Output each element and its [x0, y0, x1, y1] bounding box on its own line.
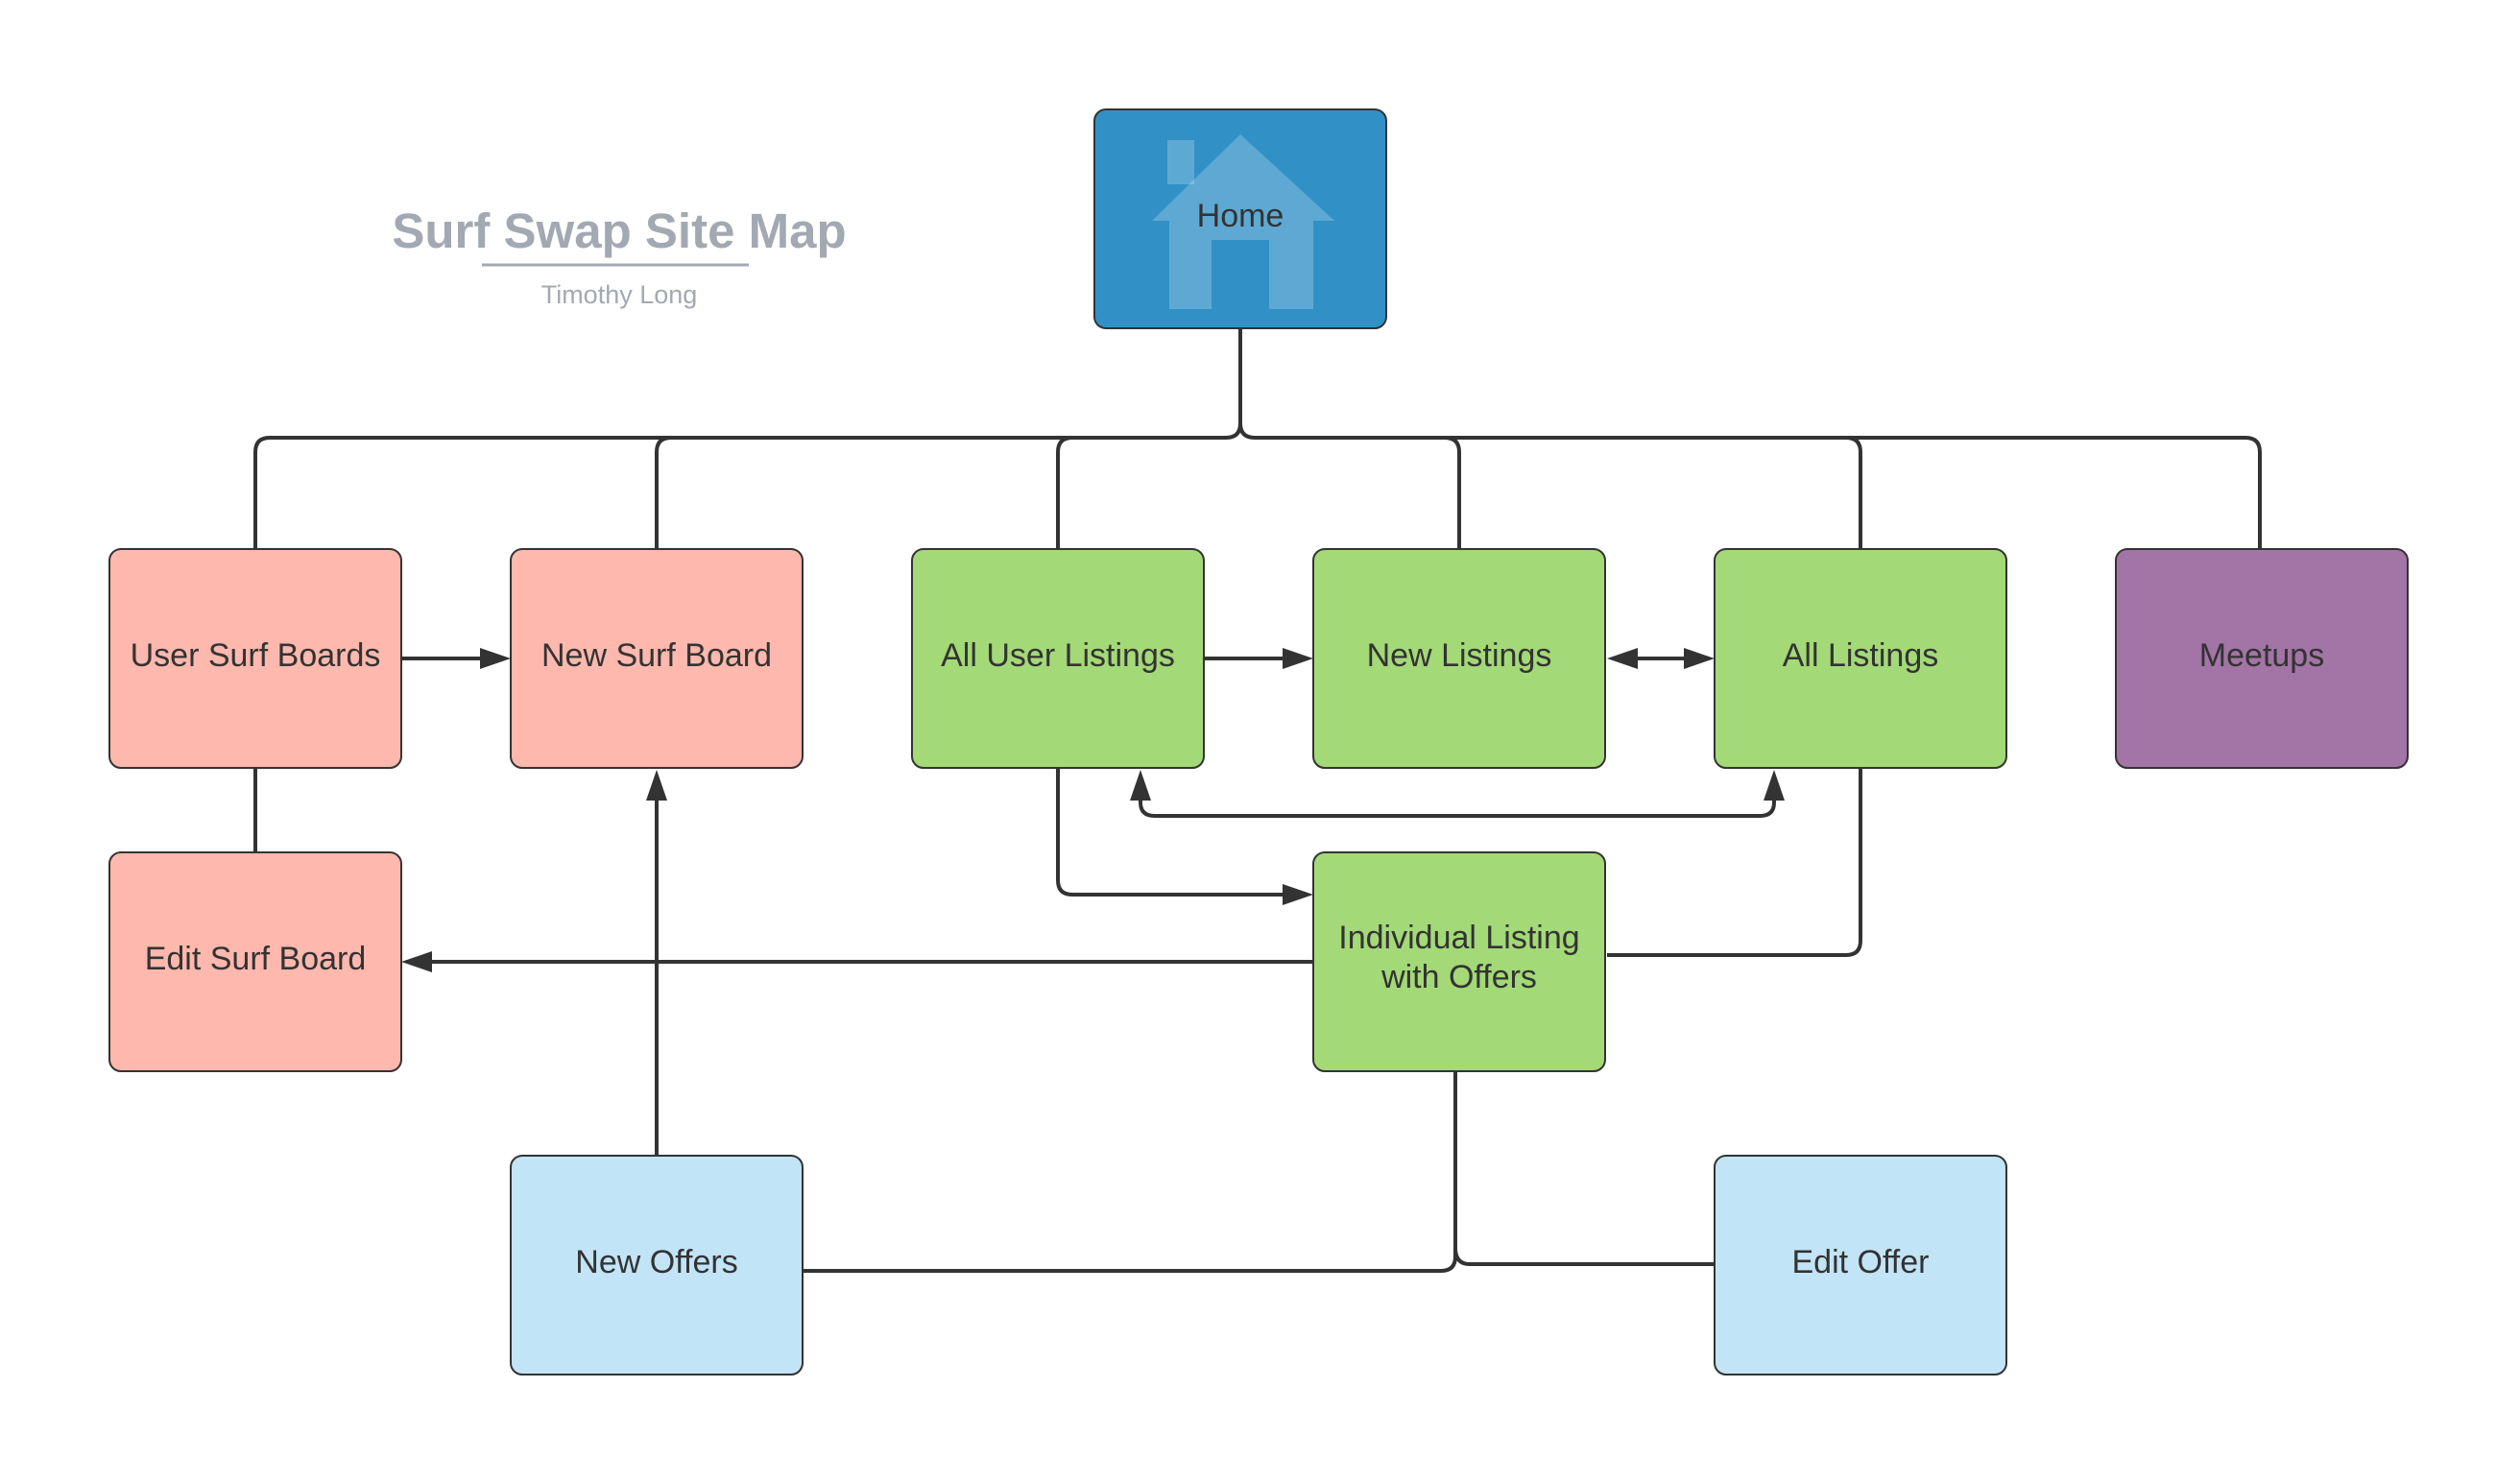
diagram-title: Surf Swap Site Map: [392, 203, 846, 258]
node-edit-surf-board-box: [108, 851, 402, 1072]
node-user-surf-boards-label: User Surf Boards: [131, 637, 381, 674]
node-user-surf-boards-box: [108, 548, 402, 769]
arrowhead-nl-right: [1607, 648, 1638, 669]
node-user-surf-boards[interactable]: User Surf Boards: [108, 548, 402, 769]
nodes: Home User Surf Boards New Surf Board All…: [108, 108, 2409, 1375]
node-edit-offer-label: Edit Offer: [1792, 1244, 1930, 1280]
node-home[interactable]: Home: [1093, 108, 1387, 329]
node-meetups[interactable]: Meetups: [2115, 548, 2409, 769]
node-new-listings-box: [1312, 548, 1606, 769]
connector-aul-to-il: [1056, 768, 1284, 897]
arrowhead-al-bottom: [1764, 770, 1785, 801]
connector-il-to-no: [803, 1071, 1457, 1273]
node-individual-listing-box: [1312, 851, 1606, 1072]
node-new-offers-box: [510, 1155, 804, 1375]
node-new-offers[interactable]: New Offers: [510, 1155, 804, 1375]
node-all-listings-label: All Listings: [1783, 637, 1939, 674]
node-new-surf-board-box: [510, 548, 804, 769]
node-edit-offer-box: [1714, 1155, 2007, 1375]
connector-home-all-user-listings: [1056, 436, 1073, 549]
node-home-box: [1093, 108, 1387, 329]
title-block: Surf Swap Site Map Timothy Long: [392, 203, 846, 309]
connector-home-bus-right: [1238, 422, 2262, 549]
node-home-label: Home: [1197, 198, 1284, 234]
node-new-listings[interactable]: New Listings: [1312, 548, 1606, 769]
connector-home-all-listings: [1845, 436, 1862, 549]
connector-home-new-listings: [1444, 436, 1461, 549]
node-new-surf-board[interactable]: New Surf Board: [510, 548, 804, 769]
arrowhead-aul-bottom: [1130, 770, 1151, 801]
node-edit-surf-board[interactable]: Edit Surf Board: [108, 851, 402, 1072]
arrowhead-nsb-bottom: [646, 770, 667, 801]
node-all-user-listings-label: All User Listings: [941, 637, 1175, 674]
node-new-surf-board-label: New Surf Board: [541, 637, 772, 674]
arrowhead-il-left: [1283, 884, 1313, 905]
node-individual-listing-label-line1: Individual Listing: [1338, 920, 1579, 956]
node-edit-offer[interactable]: Edit Offer: [1714, 1155, 2007, 1375]
node-individual-listing-label-line2: with Offers: [1380, 959, 1537, 995]
connector-home-trunk: [253, 328, 1242, 549]
node-new-offers-label: New Offers: [575, 1244, 737, 1280]
arrowhead-esb-right: [401, 951, 432, 972]
node-all-listings-box: [1714, 548, 2007, 769]
connector-il-to-eo: [1453, 1247, 1715, 1266]
node-meetups-label: Meetups: [2199, 637, 2324, 674]
node-all-user-listings[interactable]: All User Listings: [911, 548, 1205, 769]
node-all-user-listings-box: [911, 548, 1205, 769]
node-new-listings-label: New Listings: [1367, 637, 1552, 674]
node-meetups-box: [2115, 548, 2409, 769]
arrowhead-nsb-left: [480, 648, 511, 669]
connector-al-to-il: [1607, 768, 1862, 957]
node-individual-listing[interactable]: Individual Listing with Offers: [1312, 851, 1606, 1072]
node-all-listings[interactable]: All Listings: [1714, 548, 2007, 769]
connector-aul-al-loop: [1139, 799, 1776, 818]
connectors: [253, 328, 2262, 1273]
node-edit-surf-board-label: Edit Surf Board: [145, 941, 367, 977]
arrowhead-nl-left: [1283, 648, 1313, 669]
diagram-author: Timothy Long: [541, 280, 698, 309]
connector-home-new-surf-board: [655, 436, 672, 549]
house-icon: [1152, 134, 1334, 309]
arrowhead-al-left: [1684, 648, 1715, 669]
